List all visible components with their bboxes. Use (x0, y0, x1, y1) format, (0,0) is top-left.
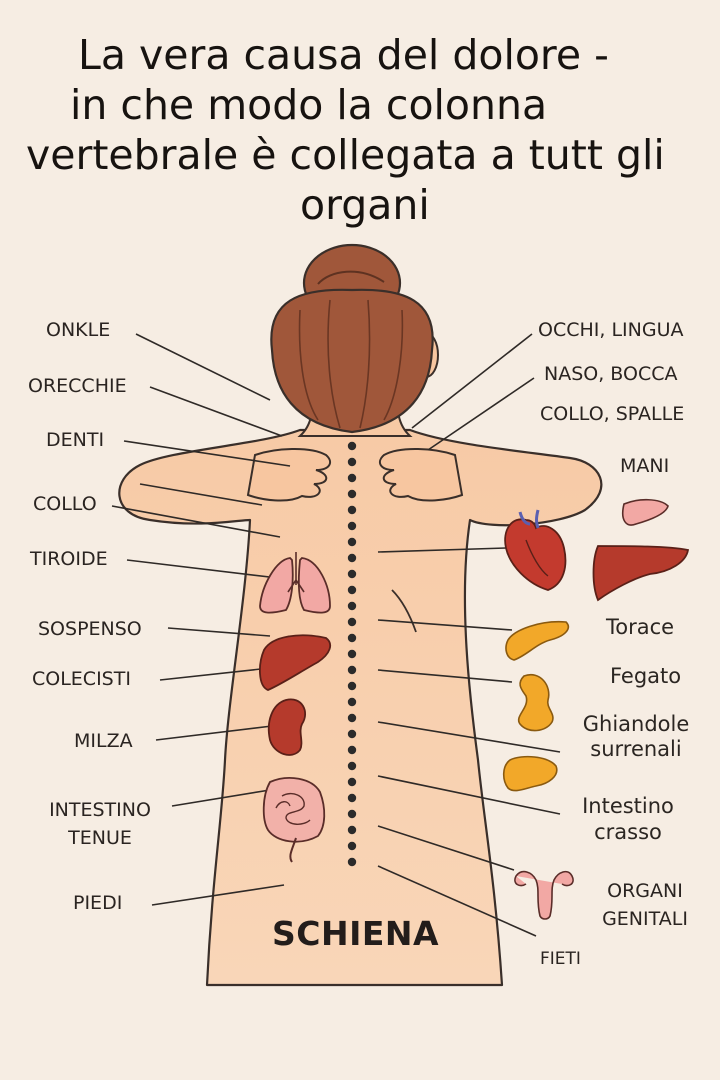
label-intestino-tenue: INTESTINO TENUE (49, 799, 151, 849)
label-denti: DENTI (46, 429, 105, 451)
label-naso-bocca: NASO, BOCCA (544, 363, 678, 385)
title-line-2: in che modo la colonna (70, 81, 548, 129)
page-title: La vera causa del dolore - in che modo l… (0, 30, 720, 230)
label-fieti: FIETI (540, 949, 581, 969)
label-occhi-lingua: OCCHI, LINGUA (538, 319, 684, 341)
label-fegato: Fegato (610, 664, 682, 688)
label-ghiandole-surrenali: Ghiandole surrenali (582, 712, 690, 761)
left-hand (246, 447, 332, 502)
small-organ-icon (621, 498, 669, 526)
kidney-icon (267, 698, 307, 756)
title-line-3: vertebrale è collegata a tutt gli (26, 131, 665, 179)
label-sospenso: SOSPENSO (38, 618, 142, 640)
liver-icon (259, 634, 332, 691)
back-crease (391, 589, 417, 633)
torso (118, 428, 603, 987)
label-organi-genitali: ORGANI GENITALI (602, 880, 688, 930)
lungs-icon (259, 552, 331, 614)
label-piedi: PIEDI (73, 892, 123, 914)
label-collo-spalle: COLLO, SPALLE (540, 403, 685, 425)
left-leader-lines (111, 333, 291, 906)
pancreas-icon (505, 620, 570, 661)
intestine-icon (262, 777, 326, 863)
liver-right-icon (592, 545, 690, 602)
label-collo: COLLO (33, 493, 97, 515)
right-leader-lines (377, 333, 561, 937)
label-orecchie: ORECCHIE (28, 375, 127, 397)
label-colecisti: COLECISTI (32, 668, 131, 690)
label-intestino-crasso: Intestino crasso (582, 794, 674, 844)
hair-strands (298, 299, 404, 429)
heart-icon (504, 509, 567, 591)
title-line-4: organi (300, 181, 430, 229)
spine (347, 441, 357, 867)
label-torace: Torace (606, 615, 675, 639)
kidney-right-icon (502, 755, 558, 792)
label-onkle: ONKLE (46, 319, 111, 341)
bun-strand (317, 270, 385, 285)
hair (270, 288, 434, 434)
back-label: SCHIENA (272, 914, 440, 953)
label-milza: MILZA (74, 730, 133, 752)
uterus-icon (514, 870, 574, 920)
title-line-1: La vera causa del dolore - (78, 31, 609, 79)
label-mani: MANI (620, 455, 670, 477)
stomach-icon (517, 673, 554, 732)
right-hand (378, 447, 464, 502)
label-tiroide: TIROIDE (30, 548, 108, 570)
